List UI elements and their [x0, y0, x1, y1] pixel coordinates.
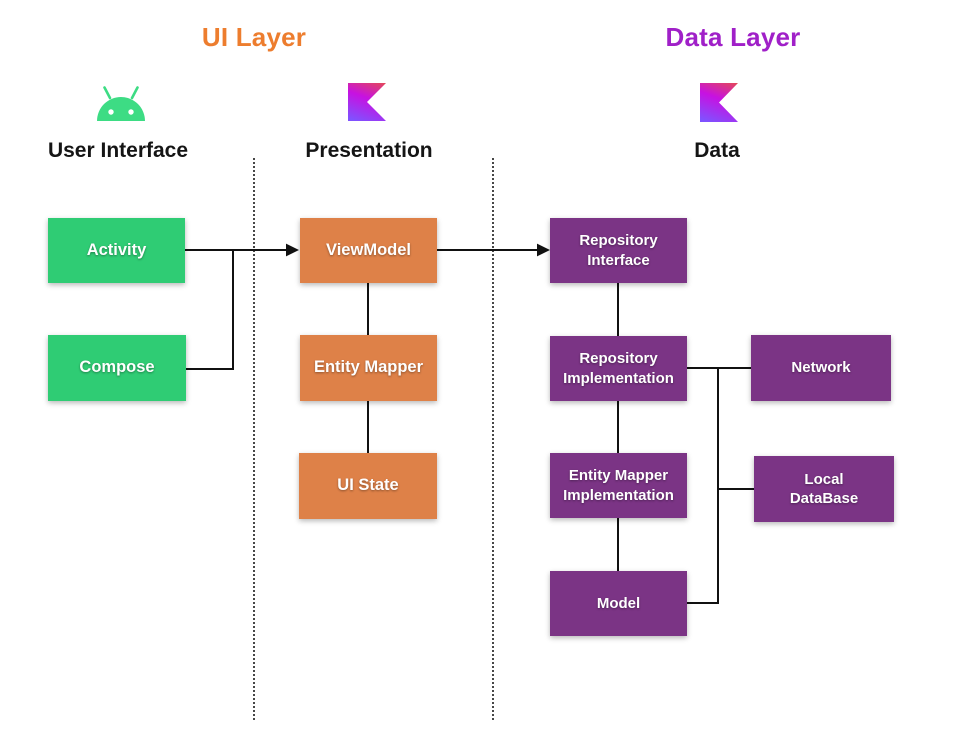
column-header-presentation: Presentation	[305, 139, 433, 162]
node-viewmodel: ViewModel	[300, 218, 437, 283]
data-layer-title: Data Layer	[665, 22, 801, 52]
column-header-user-interface: User Interface	[47, 139, 189, 162]
node-repository-interface: Repository Interface	[550, 218, 687, 283]
node-network: Network	[751, 335, 891, 401]
node-compose: Compose	[48, 335, 186, 401]
divider-presentation-data	[492, 158, 494, 720]
arrowhead-repository	[537, 243, 550, 257]
android-icon	[97, 86, 145, 121]
node-model: Model	[550, 571, 687, 636]
node-ui-state: UI State	[299, 453, 437, 519]
column-header-data: Data	[694, 139, 740, 162]
node-local-database: Local DataBase	[754, 456, 894, 522]
ui-layer-title: UI Layer	[201, 22, 307, 52]
edge-compose-join	[186, 251, 234, 370]
arrowhead-viewmodel	[286, 243, 299, 257]
node-entity-mapper-implementation: Entity Mapper Implementation	[550, 453, 687, 518]
divider-ui-presentation	[253, 158, 255, 720]
node-repository-implementation: Repository Implementation	[550, 336, 687, 401]
node-entity-mapper: Entity Mapper	[300, 335, 437, 401]
node-activity: Activity	[48, 218, 185, 283]
